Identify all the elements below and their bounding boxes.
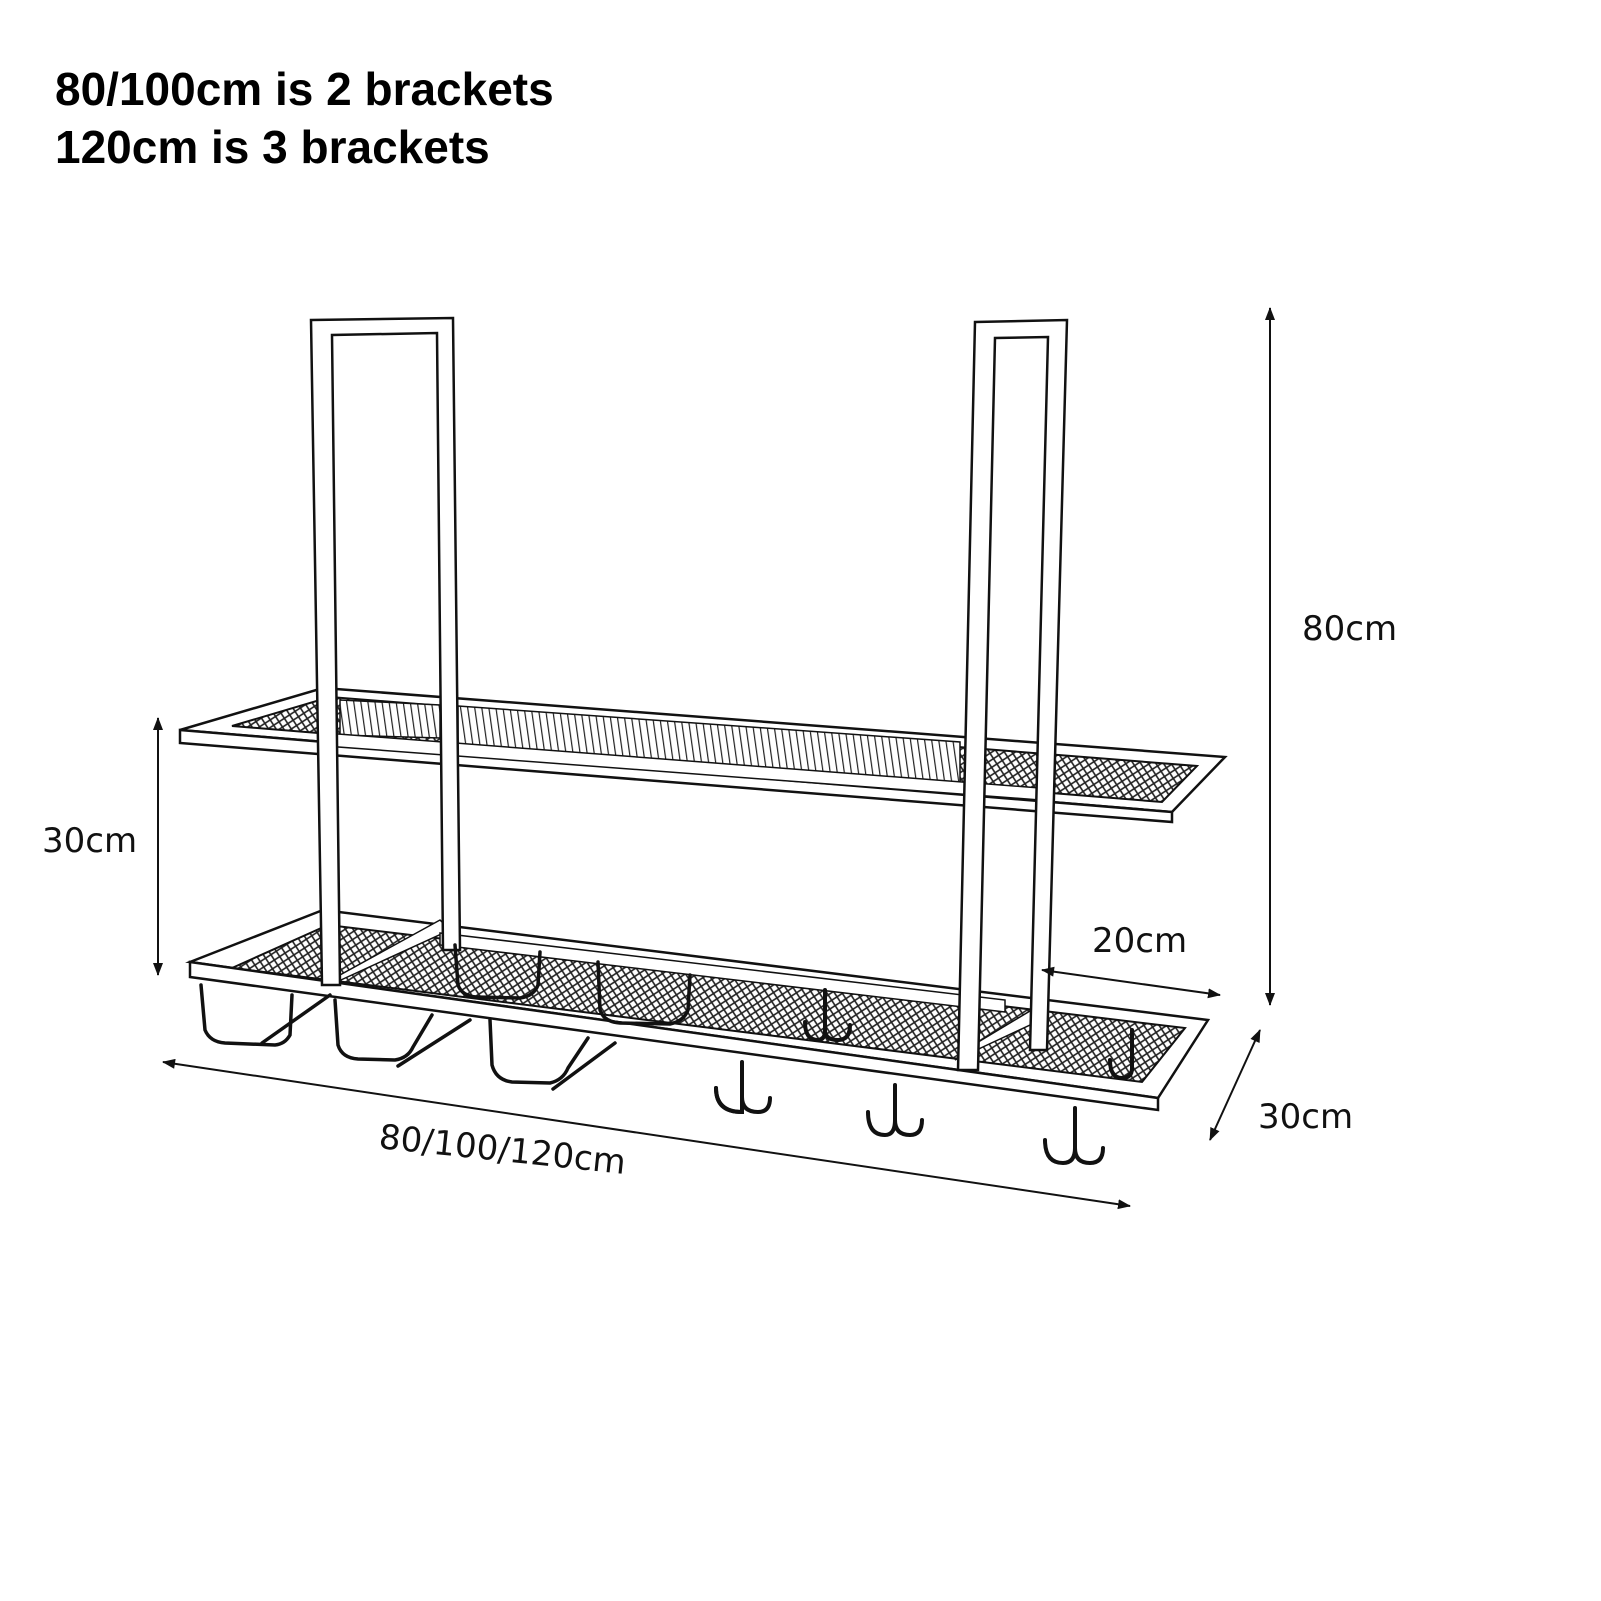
note-brackets-120: 120cm is 3 brackets — [55, 121, 490, 173]
shelf-spacing-label: 30cm — [42, 821, 137, 861]
note-brackets-80-100: 80/100cm is 2 brackets — [55, 63, 554, 115]
s-hook-4 — [803, 988, 852, 1043]
width-arrow — [162, 1058, 1131, 1210]
dimension-lines — [153, 307, 1275, 1210]
bottom-depth-arrow — [1041, 966, 1221, 999]
s-hook-2 — [866, 1083, 924, 1138]
s-hook-3 — [1043, 1106, 1105, 1166]
bottom-depth-label: 20cm — [1092, 921, 1187, 961]
height-label: 80cm — [1302, 609, 1397, 649]
bottom-shelf — [185, 908, 1211, 1112]
left-upright — [309, 316, 462, 987]
s-hook-1 — [714, 1060, 772, 1115]
depth-arrow — [1209, 1029, 1261, 1141]
width-label: 80/100/120cm — [377, 1117, 628, 1183]
right-upright — [956, 318, 1069, 1072]
depth-label: 30cm — [1258, 1097, 1353, 1137]
